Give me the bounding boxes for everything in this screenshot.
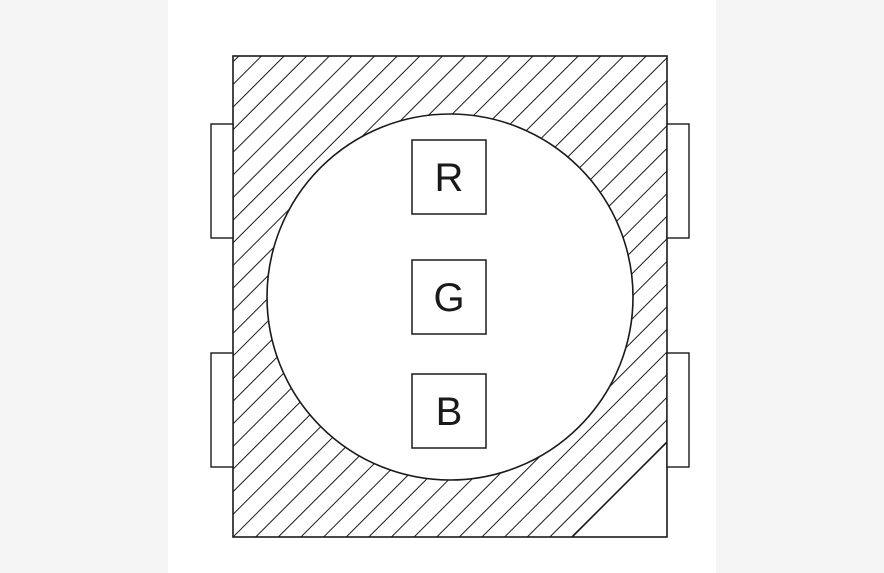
lead-left-top <box>210 123 234 239</box>
die-green-label: G <box>433 276 464 320</box>
die-green-outline <box>411 259 487 335</box>
package-outline <box>232 55 668 538</box>
lens-circle <box>266 113 634 481</box>
hatched-body-region <box>233 56 667 537</box>
chamfer-corner-line <box>571 441 668 538</box>
lead-left-bottom <box>210 352 234 468</box>
lead-right-bottom <box>666 352 690 468</box>
die-red-label: R <box>435 156 464 200</box>
die-blue-label: B <box>436 390 463 434</box>
die-blue-outline <box>411 373 487 449</box>
die-red-outline <box>411 139 487 215</box>
lead-right-top <box>666 123 690 239</box>
